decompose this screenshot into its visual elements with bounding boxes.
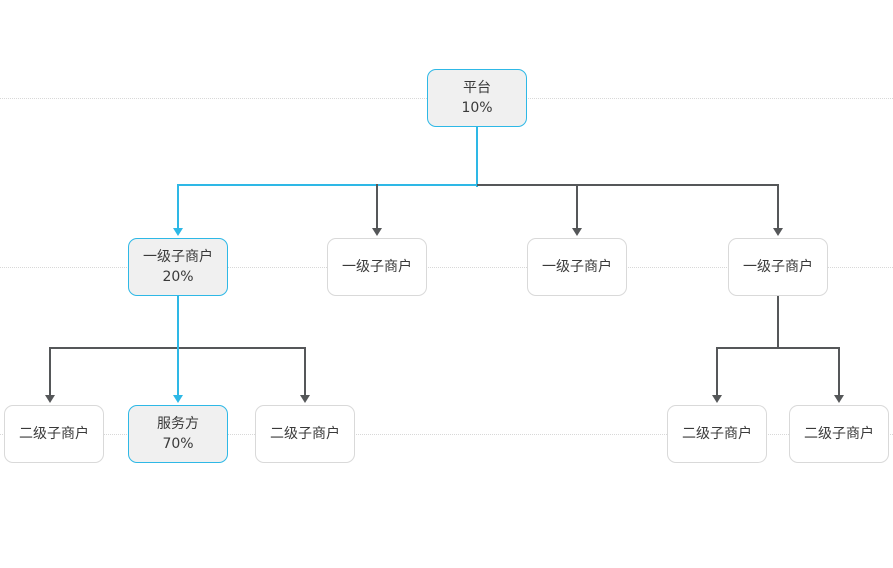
guide-line-row-3 — [0, 434, 893, 436]
node-level2-right-1[interactable]: 二级子商户 — [667, 405, 767, 463]
node-level1-3-label: 一级子商户 — [542, 258, 612, 275]
node-level2-right-2-label: 二级子商户 — [804, 425, 874, 442]
connector-drop-level1-2 — [376, 184, 378, 230]
connector-drop-level2-right-2 — [838, 347, 840, 397]
arrow-level1-2 — [372, 228, 382, 236]
arrow-level2-left-2 — [173, 395, 183, 403]
arrow-level2-right-2 — [834, 395, 844, 403]
node-level1-3[interactable]: 一级子商户 — [527, 238, 627, 296]
node-level2-right-2[interactable]: 二级子商户 — [789, 405, 889, 463]
connector-drop-level2-right-1 — [716, 347, 718, 397]
connector-drop-level1-4 — [777, 184, 779, 230]
connector-stem-level2-highlight — [177, 296, 179, 397]
node-service-provider-value: 70% — [162, 436, 194, 452]
node-platform[interactable]: 平台 10% — [427, 69, 527, 127]
node-level2-left-3[interactable]: 二级子商户 — [255, 405, 355, 463]
arrow-level2-right-1 — [712, 395, 722, 403]
connector-drop-level1-1 — [177, 184, 179, 230]
node-level2-right-1-label: 二级子商户 — [682, 425, 752, 442]
node-level2-left-3-label: 二级子商户 — [270, 425, 340, 442]
node-service-provider-label: 服务方 — [157, 415, 199, 432]
guide-line-row-2 — [0, 267, 893, 269]
node-platform-value: 10% — [461, 100, 493, 116]
arrow-level2-left-1 — [45, 395, 55, 403]
connector-bus-level1-highlight — [177, 184, 478, 186]
node-level1-4-label: 一级子商户 — [743, 258, 813, 275]
connector-root-stem — [476, 127, 478, 187]
node-level2-left-1-label: 二级子商户 — [19, 425, 89, 442]
node-level1-2-label: 一级子商户 — [342, 258, 412, 275]
arrow-level2-left-3 — [300, 395, 310, 403]
connector-drop-level1-3 — [576, 184, 578, 230]
node-service-provider[interactable]: 服务方 70% — [128, 405, 228, 463]
connector-drop-level2-left-3 — [304, 347, 306, 397]
connector-drop-level2-left-1 — [49, 347, 51, 397]
connector-stem-level2-right — [777, 296, 779, 348]
node-level1-4[interactable]: 一级子商户 — [728, 238, 828, 296]
node-level1-1-value: 20% — [162, 269, 194, 285]
arrow-level1-3 — [572, 228, 582, 236]
connector-bus-level2-right — [716, 347, 840, 349]
node-level1-2[interactable]: 一级子商户 — [327, 238, 427, 296]
connector-bus-level1 — [477, 184, 778, 186]
node-platform-label: 平台 — [463, 79, 491, 96]
node-level1-1[interactable]: 一级子商户 20% — [128, 238, 228, 296]
arrow-level1-4 — [773, 228, 783, 236]
node-level1-1-label: 一级子商户 — [143, 248, 213, 265]
arrow-level1-1 — [173, 228, 183, 236]
node-level2-left-1[interactable]: 二级子商户 — [4, 405, 104, 463]
